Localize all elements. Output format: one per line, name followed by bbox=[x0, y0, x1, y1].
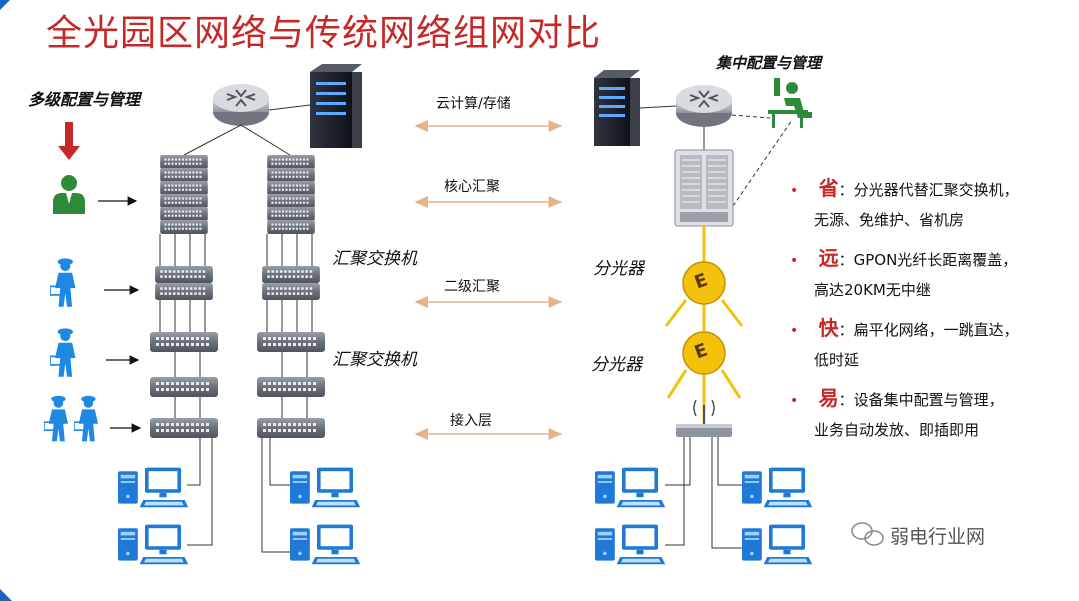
access-switch-left bbox=[150, 418, 325, 438]
admin-workstation-icon bbox=[768, 78, 812, 128]
core-switch-stack-left-b bbox=[267, 155, 315, 234]
bullet-icon: • bbox=[790, 323, 799, 339]
core-switch-stack-left-a bbox=[160, 155, 208, 234]
splitter-label-2: 分光器 bbox=[591, 355, 642, 375]
page-title: 全光园区网络与传统网络组网对比 bbox=[46, 13, 602, 54]
splitter-2 bbox=[682, 331, 726, 375]
advantage-item: • 远：GPON光纤长距离覆盖， 高达20KM无中继 bbox=[790, 246, 1018, 299]
splitter-label-1: 分光器 bbox=[593, 259, 644, 279]
corner-mark-top bbox=[0, 0, 10, 10]
wechat-icon bbox=[851, 522, 884, 546]
worker-icons bbox=[44, 257, 99, 443]
layer-label-agg2: 二级汇聚 bbox=[444, 279, 500, 295]
pc-left bbox=[118, 467, 361, 565]
server-left bbox=[310, 64, 362, 148]
central-management-label: 集中配置与管理 bbox=[716, 54, 822, 72]
advantage-item: • 易：设备集中配置与管理， 业务自动发放、即插即用 bbox=[790, 386, 1004, 439]
multi-level-management-label: 多级配置与管理 bbox=[28, 90, 141, 109]
server-right bbox=[594, 70, 640, 146]
core-router-left bbox=[213, 84, 269, 126]
layer-label-core: 核心汇聚 bbox=[444, 179, 500, 195]
layer-label-access: 接入层 bbox=[450, 413, 492, 429]
bullet-icon: • bbox=[790, 253, 799, 269]
pc-right bbox=[595, 467, 813, 565]
watermark-text: 弱电行业网 bbox=[890, 526, 986, 548]
layer-label-cloud: 云计算/存储 bbox=[436, 96, 511, 112]
olt-chassis bbox=[674, 149, 734, 227]
bullet-icon: • bbox=[790, 393, 799, 409]
splitter-1 bbox=[682, 261, 726, 305]
agg-switch-left-b bbox=[262, 266, 320, 300]
agg-switch-left-a bbox=[155, 266, 213, 300]
corner-mark-bottom bbox=[0, 589, 12, 601]
agg-switch-label-2: 汇聚交换机 bbox=[332, 350, 417, 370]
agg-switch-label-1: 汇聚交换机 bbox=[332, 249, 417, 269]
advantage-item: • 省：分光器代替汇聚交换机， 无源、免维护、省机房 bbox=[790, 176, 1019, 229]
bullet-icon: • bbox=[790, 183, 799, 199]
onu-ap-device bbox=[676, 399, 732, 437]
core-router-right bbox=[676, 85, 732, 127]
advantage-item: • 快：扁平化网络，一跳直达， 低时延 bbox=[790, 316, 1019, 369]
admin-user-icon bbox=[53, 175, 85, 214]
fiber-links bbox=[664, 226, 744, 424]
agg2-switch-left bbox=[150, 332, 325, 397]
red-down-arrow bbox=[58, 122, 80, 160]
